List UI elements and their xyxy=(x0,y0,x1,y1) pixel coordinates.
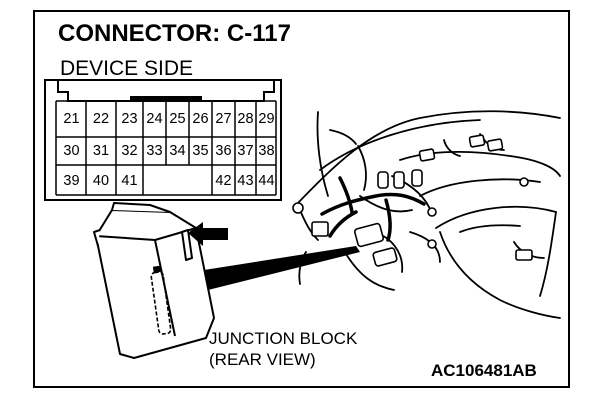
leader-wedge xyxy=(204,246,360,290)
pin-43: 43 xyxy=(237,173,254,189)
caption-line-2: (REAR VIEW) xyxy=(209,350,316,369)
pin-22: 22 xyxy=(92,111,110,127)
connector-title: CONNECTOR: C-117 xyxy=(58,20,291,47)
pin-25: 25 xyxy=(169,111,186,127)
pin-41: 41 xyxy=(121,173,138,189)
pin-33: 33 xyxy=(146,143,163,159)
pin-21: 21 xyxy=(63,111,80,127)
pin-34: 34 xyxy=(169,143,186,159)
pin-39: 39 xyxy=(63,173,80,189)
pin-35: 35 xyxy=(192,143,209,159)
pin-38: 38 xyxy=(258,143,275,159)
pin-44: 44 xyxy=(258,173,275,189)
caption-line-1: JUNCTION BLOCK xyxy=(209,329,358,348)
junction-block-caption: JUNCTION BLOCK (REAR VIEW) xyxy=(209,328,357,370)
pin-30: 30 xyxy=(63,143,80,159)
connector-side-label: DEVICE SIDE xyxy=(60,57,194,80)
pointer-arrow-icon xyxy=(188,222,228,246)
pin-31: 31 xyxy=(92,143,110,159)
junction-block-body xyxy=(93,202,215,359)
pin-23: 23 xyxy=(121,111,138,127)
pin-26: 26 xyxy=(192,111,209,127)
figure-code: AC106481AB xyxy=(431,361,537,380)
connector-face xyxy=(44,79,282,201)
pin-42: 42 xyxy=(215,173,232,189)
pin-40: 40 xyxy=(92,173,110,189)
pin-29: 29 xyxy=(258,111,275,127)
pin-36: 36 xyxy=(215,143,232,159)
pin-27: 27 xyxy=(215,111,232,127)
pin-24: 24 xyxy=(146,111,163,127)
pin-28: 28 xyxy=(237,111,254,127)
pin-37: 37 xyxy=(237,143,254,159)
pin-32: 32 xyxy=(121,143,138,159)
dashboard-drawing xyxy=(295,110,561,319)
